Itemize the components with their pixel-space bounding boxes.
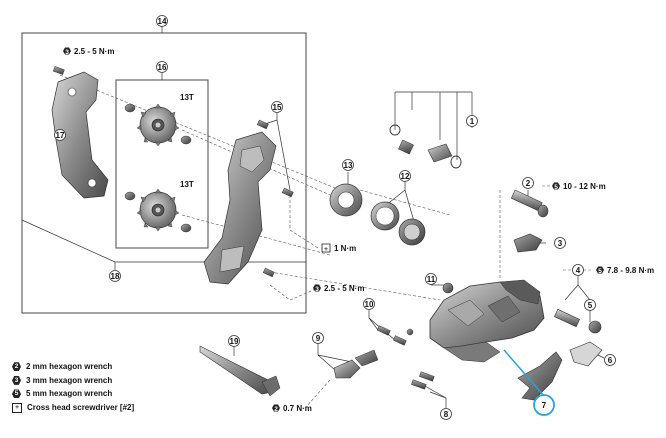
callout-12: 12 xyxy=(401,172,410,181)
legend-row-2mm: 2 2 mm hexagon wrench xyxy=(12,360,134,374)
callout-19: 19 xyxy=(230,337,239,346)
svg-text:5: 5 xyxy=(554,184,558,191)
tool-legend: 2 2 mm hexagon wrench 3 3 mm hexagon wre… xyxy=(12,360,134,414)
highlight-leader xyxy=(503,349,545,397)
screwdriver-icon: + xyxy=(12,402,22,413)
hex-wrench-icon: 5 xyxy=(12,389,21,399)
direct-mount-bolt xyxy=(554,308,602,334)
svg-text:1 N·m: 1 N·m xyxy=(334,244,356,253)
callout-18: 18 xyxy=(111,272,120,281)
highlight-ring xyxy=(533,394,555,416)
svg-text:2.5 - 5 N·m: 2.5 - 5 N·m xyxy=(324,284,364,293)
torque-spec-3: 5 7.8 - 9.8 N·m xyxy=(596,266,654,275)
cage-assembly-box xyxy=(21,32,307,314)
legend-row-3mm: 3 3 mm hexagon wrench xyxy=(12,374,134,388)
p-axle-bushing xyxy=(370,201,400,231)
callout-1: 1 xyxy=(470,117,475,126)
cage-screw xyxy=(52,66,65,75)
cage-spring-cover xyxy=(329,183,363,217)
callout-13: 13 xyxy=(344,161,353,170)
legend-label: Cross head screwdriver [#2] xyxy=(27,402,135,412)
cage-plate-window xyxy=(239,145,265,173)
svg-text:2.5 - 5 N·m: 2.5 - 5 N·m xyxy=(74,47,114,56)
svg-text:3: 3 xyxy=(315,286,319,293)
callout-11: 11 xyxy=(427,275,436,284)
torque-spec-2: 5 10 - 12 N·m xyxy=(552,182,606,191)
svg-text:10 - 12 N·m: 10 - 12 N·m xyxy=(563,182,606,191)
legend-label: 5 mm hexagon wrench xyxy=(26,389,113,399)
inner-cage-plate xyxy=(203,131,277,285)
callout-17: 17 xyxy=(56,131,65,140)
cage-hole xyxy=(87,178,97,188)
callout-labels: 14 16 17 18 15 13 12 1 2 3 11 4 5 6 10 9… xyxy=(56,17,613,419)
cage-stop-screw xyxy=(256,119,269,130)
torque-spec-5: 2 0.7 N·m xyxy=(272,404,312,413)
outer-cage-plate xyxy=(51,71,109,199)
torque-spec-1: 3 2.5 - 5 N·m xyxy=(63,47,114,56)
callout-10: 10 xyxy=(365,300,374,309)
b-tension-bolt xyxy=(510,189,549,218)
callout-14: 14 xyxy=(158,17,167,26)
callout-2: 2 xyxy=(526,179,531,188)
callout-8: 8 xyxy=(444,410,449,419)
callout-9: 9 xyxy=(316,334,321,343)
cable-tool xyxy=(199,345,281,397)
torque-spec-4: 3 2.5 - 5 N·m xyxy=(313,284,364,293)
callout-5: 5 xyxy=(588,301,593,310)
hex-wrench-icon: 2 xyxy=(12,362,21,372)
torque-spec-6: + 1 N·m xyxy=(321,243,356,253)
upper-guide-pulley xyxy=(136,103,180,147)
lower-pulley-teeth: 13T xyxy=(180,180,194,189)
legend-row-5mm: 5 5 mm hexagon wrench xyxy=(12,387,134,401)
upper-pulley-teeth: 13T xyxy=(180,93,194,102)
legend-label: 2 mm hexagon wrench xyxy=(26,362,113,371)
svg-text:+: + xyxy=(324,246,328,253)
pulley-bushings xyxy=(124,103,192,233)
leader-lines xyxy=(21,26,605,408)
callout-15: 15 xyxy=(273,103,282,112)
protector-cover xyxy=(513,233,543,253)
b-axle-unit xyxy=(389,124,462,169)
callout-16: 16 xyxy=(158,63,167,72)
pulley-axle-screw xyxy=(262,267,275,278)
legend-row-screwdriver: + Cross head screwdriver [#2] xyxy=(12,401,134,415)
cage-stop-screw xyxy=(281,187,294,198)
callout-3: 3 xyxy=(558,239,563,248)
stroke-adjust-screws xyxy=(411,371,435,390)
svg-text:5: 5 xyxy=(598,268,602,275)
callout-4: 4 xyxy=(576,266,581,275)
derailleur-guard xyxy=(517,351,563,401)
end-cap-pad xyxy=(569,341,603,367)
adjust-cap xyxy=(442,282,454,294)
svg-text:3: 3 xyxy=(65,49,69,56)
hex-wrench-icon: 3 xyxy=(12,375,21,385)
adjust-screws xyxy=(376,325,414,346)
svg-text:2: 2 xyxy=(274,406,278,413)
lower-tension-pulley xyxy=(136,188,180,232)
derailleur-main-body xyxy=(429,279,545,363)
callout-6: 6 xyxy=(608,356,613,365)
callout-7: 7 xyxy=(542,401,547,410)
legend-label: 3 mm hexagon wrench xyxy=(26,375,113,385)
svg-text:0.7 N·m: 0.7 N·m xyxy=(283,404,312,413)
cable-fixing-bolt xyxy=(333,349,379,379)
cage-plate-window xyxy=(219,245,245,273)
p-axle-spring xyxy=(398,218,426,246)
svg-text:7.8 - 9.8 N·m: 7.8 - 9.8 N·m xyxy=(607,266,654,275)
callout-circles xyxy=(54,15,616,420)
cage-hole xyxy=(67,87,77,97)
